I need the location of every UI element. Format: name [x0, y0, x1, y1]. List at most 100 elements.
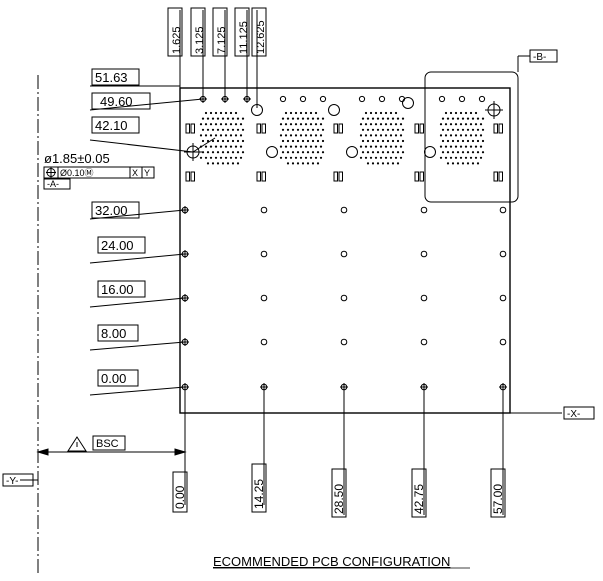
bga-ball: [224, 145, 228, 148]
bga-ball: [314, 111, 318, 115]
bga-ball: [376, 151, 380, 154]
bga-ball: [439, 123, 443, 126]
pad: [185, 123, 190, 134]
bga-ball: [284, 134, 288, 137]
tooling-hole: [424, 146, 436, 158]
bga-ball: [451, 117, 455, 120]
mounting-hole: [499, 338, 507, 346]
bga-ball: [304, 111, 308, 115]
bga-ball: [464, 134, 468, 137]
bga-ball: [284, 111, 288, 115]
bga-ball: [381, 128, 385, 131]
bga-ball: [401, 139, 405, 143]
bga-ball: [394, 123, 398, 126]
bga-ball: [474, 111, 478, 115]
bga-ball: [279, 145, 283, 148]
bga-ball: [204, 156, 208, 159]
dim-49-60: 49.60: [100, 94, 133, 109]
bga-ball: [359, 123, 363, 126]
mounting-hole: [499, 250, 507, 258]
bga-ball: [219, 123, 223, 126]
bga-ball: [214, 111, 218, 115]
bga-ball: [319, 156, 323, 159]
bga-ball: [219, 134, 223, 137]
bga-ball: [449, 134, 453, 137]
bga-ball: [461, 139, 465, 143]
bga-ball: [229, 156, 233, 159]
pad: [498, 171, 503, 182]
bga-ball: [439, 134, 443, 137]
bga-ball: [216, 117, 220, 120]
bga-ball: [459, 111, 463, 115]
bga-ball: [396, 117, 400, 120]
bga-ball: [284, 123, 288, 126]
bga-ball: [386, 162, 390, 165]
bga-ball: [289, 156, 293, 159]
dim-16-00: 16.00: [101, 282, 134, 297]
dim-top-2: 3.125: [194, 26, 206, 54]
bga-ball: [306, 139, 310, 143]
bga-ball: [209, 134, 213, 137]
bga-ball: [379, 145, 383, 148]
bga-ball: [221, 151, 225, 154]
mounting-hole: [420, 250, 428, 258]
bga-ball: [386, 139, 390, 143]
bga-ball: [439, 145, 443, 148]
bga-ball: [199, 123, 203, 126]
bga-ball: [231, 162, 235, 165]
bga-ball: [314, 123, 318, 126]
bga-ball: [379, 134, 383, 137]
mounting-hole: [340, 338, 348, 346]
bga-ball: [309, 134, 313, 137]
bga-ball: [464, 145, 468, 148]
bga-ball: [304, 134, 308, 137]
tooling-hole: [251, 104, 263, 116]
pad: [261, 171, 266, 182]
bga-ball: [304, 123, 308, 126]
bga-ball: [316, 162, 320, 165]
bga-ball: [204, 123, 208, 126]
bga-ball: [451, 139, 455, 143]
dim-51-63: 51.63: [95, 70, 128, 85]
bga-ball: [304, 145, 308, 148]
bga-ball: [366, 151, 370, 154]
bga-ball: [314, 134, 318, 137]
pad: [256, 123, 261, 134]
bga-ball: [461, 128, 465, 131]
bga-ball: [211, 139, 215, 143]
bga-ball: [306, 151, 310, 154]
bga-ball: [379, 111, 383, 115]
bga-ball: [226, 139, 230, 143]
bga-ball: [224, 156, 228, 159]
bga-ball: [364, 134, 368, 137]
bga-ball: [379, 123, 383, 126]
bga-ball: [454, 123, 458, 126]
dim-42-10: 42.10: [95, 118, 128, 133]
bga-ball: [444, 123, 448, 126]
bga-ball: [206, 128, 210, 131]
leader-line: [89, 297, 186, 308]
bga-ball: [389, 156, 393, 159]
pad: [414, 123, 419, 134]
bga-ball: [471, 128, 475, 131]
tooling-hole: [346, 146, 358, 158]
bga-ball: [199, 156, 203, 159]
bga-ball: [299, 156, 303, 159]
fcf-ref-x: X: [132, 168, 138, 178]
bga-ball: [451, 128, 455, 131]
bga-ball: [289, 123, 293, 126]
pad: [498, 123, 503, 134]
bga-ball: [226, 117, 230, 120]
bga-ball: [239, 134, 243, 137]
bga-ball: [321, 139, 325, 143]
bga-ball: [479, 123, 483, 126]
bga-ball: [449, 156, 453, 159]
bga-ball: [214, 156, 218, 159]
bga-ball: [279, 134, 283, 137]
via-hole: [358, 95, 366, 103]
bga-ball: [454, 156, 458, 159]
bga-ball: [296, 117, 300, 120]
bga-ball: [369, 134, 373, 137]
bga-ball: [289, 134, 293, 137]
